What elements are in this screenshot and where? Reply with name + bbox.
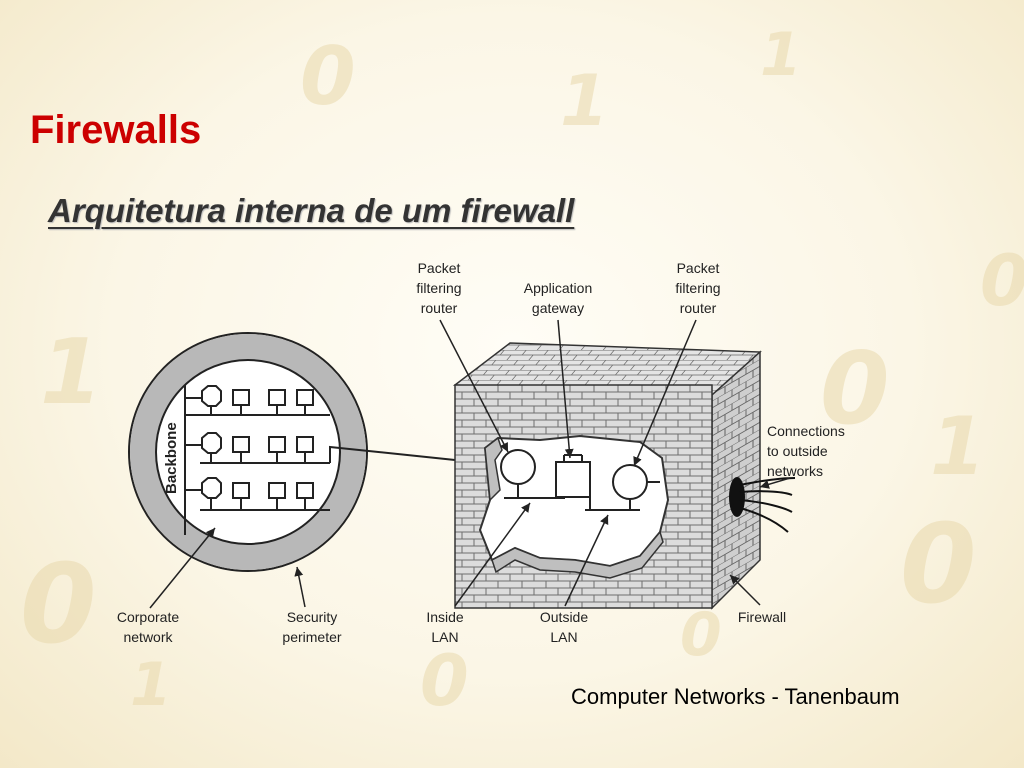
slide-credit: Computer Networks - Tanenbaum	[571, 684, 900, 709]
outside-lan-label-1: Outside	[540, 609, 588, 625]
packet-router-left-label-1: Packet	[418, 260, 461, 276]
firewall-label: Firewall	[738, 609, 786, 625]
packet-router-right-label-2: filtering	[675, 280, 720, 296]
slide-title: Firewalls	[30, 108, 202, 152]
connections-label-2: to outside	[767, 443, 828, 459]
slide-subtitle: Arquitetura interna de um firewall	[48, 192, 575, 229]
connections-label-3: networks	[767, 463, 823, 479]
packet-router-right-label-3: router	[680, 300, 717, 316]
security-perimeter-label-1: Security	[287, 609, 338, 625]
inside-lan-label-1: Inside	[426, 609, 464, 625]
outside-lan-label-2: LAN	[550, 629, 577, 645]
connections-label-1: Connections	[767, 423, 845, 439]
security-perimeter-label-2: perimeter	[282, 629, 341, 645]
corporate-lan-group	[184, 385, 456, 535]
corporate-network-label-1: Corporate	[117, 609, 179, 625]
app-gateway-label-2: gateway	[532, 300, 584, 316]
packet-router-right-label-1: Packet	[677, 260, 720, 276]
outside-cables	[739, 477, 796, 533]
label-pointers	[149, 319, 791, 609]
packet-router-left-label-2: filtering	[416, 280, 461, 296]
firewall-equipment	[500, 449, 660, 511]
diagram-labels: Packet filtering router Application gate…	[117, 260, 845, 645]
app-gateway-label-1: Application	[524, 280, 593, 296]
inside-lan-label-2: LAN	[431, 629, 458, 645]
corporate-network-label-2: network	[123, 629, 173, 645]
packet-router-left-label-3: router	[421, 300, 458, 316]
backbone-label: Backbone	[163, 422, 180, 494]
